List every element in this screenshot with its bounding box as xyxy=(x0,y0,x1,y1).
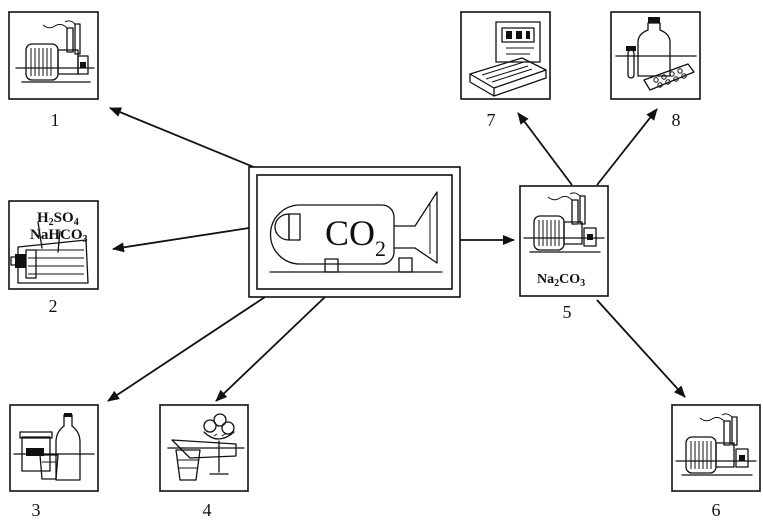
co2-center-node: CO2 xyxy=(248,166,461,298)
node-6 xyxy=(671,404,761,492)
h2so4-label: H2SO4 xyxy=(37,210,79,228)
label-5: 5 xyxy=(563,302,572,322)
ice-cream-icon xyxy=(167,413,245,481)
arrow-to-4 xyxy=(215,296,326,402)
factory-machine-icon xyxy=(675,413,757,476)
node-5: Na2CO3 xyxy=(519,185,609,297)
label-7: 7 xyxy=(487,110,496,130)
node-4 xyxy=(159,404,249,492)
na2co3-label: Na2CO3 xyxy=(537,272,585,289)
arrow-to-2 xyxy=(112,227,250,253)
label-6: 6 xyxy=(712,500,721,520)
arrow-to-6 xyxy=(596,299,686,398)
label-3: 3 xyxy=(32,500,41,520)
node-8 xyxy=(610,11,701,100)
factory-machine-icon xyxy=(15,20,95,83)
label-2: 2 xyxy=(49,296,58,316)
arrow-to-8 xyxy=(596,108,658,186)
node-3 xyxy=(9,404,99,492)
label-8: 8 xyxy=(672,110,681,130)
label-4: 4 xyxy=(203,500,212,520)
beverages-icon xyxy=(13,413,95,481)
fire-extinguisher-icon xyxy=(10,221,89,284)
label-1: 1 xyxy=(51,110,60,130)
nahco3-label: NaHCO3 xyxy=(30,227,88,245)
co2-formula: CO2 xyxy=(325,213,386,261)
detergent-box-icon xyxy=(469,21,547,97)
node-7 xyxy=(460,11,551,100)
arrow-to-1 xyxy=(109,107,257,169)
co2-tank-icon xyxy=(269,191,443,273)
node-1 xyxy=(8,11,99,100)
node-2: H2SO4 NaHCO3 xyxy=(8,200,99,290)
soda-plant-icon xyxy=(523,192,605,253)
medicine-icon xyxy=(615,17,697,91)
arrow-to-3 xyxy=(107,296,266,402)
arrow-to-7 xyxy=(517,112,573,186)
arrows xyxy=(107,107,686,402)
